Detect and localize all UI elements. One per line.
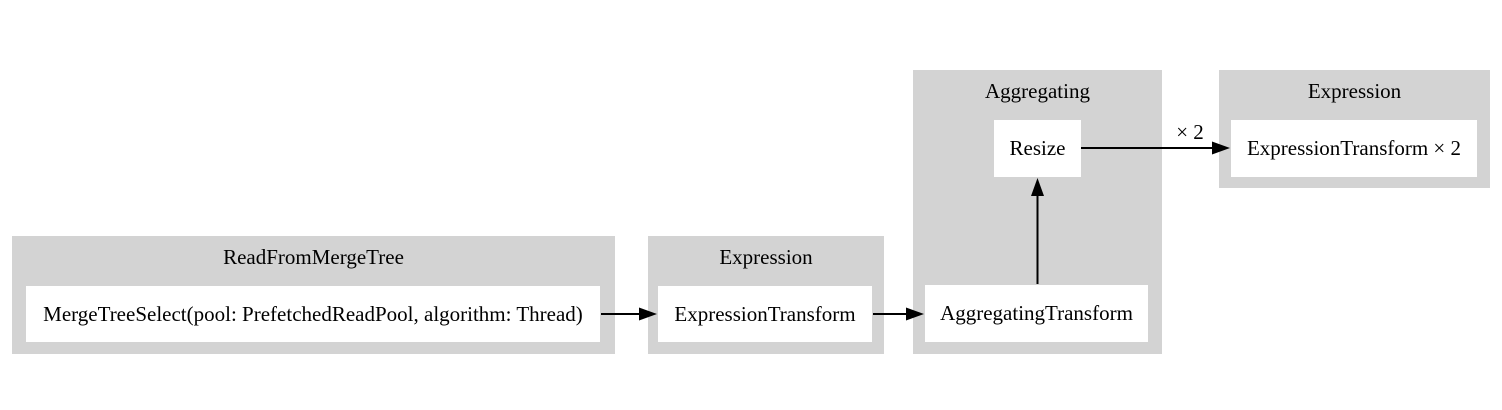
cluster-title-expression-2: Expression [1307, 79, 1402, 103]
node-resize: Resize [994, 120, 1081, 177]
node-expressiontransform: ExpressionTransform [658, 286, 872, 342]
node-aggregatingtransform: AggregatingTransform [925, 285, 1148, 342]
cluster-title-aggregating: Aggregating [985, 79, 1090, 103]
cluster-title-readfrommergetree: ReadFromMergeTree [223, 245, 404, 269]
node-mergetreeselect: MergeTreeSelect(pool: PrefetchedReadPool… [26, 286, 600, 342]
node-expressiontransform-x2: ExpressionTransform × 2 [1231, 120, 1477, 177]
edge-label-x2: × 2 [1176, 120, 1204, 144]
cluster-title-expression-1: Expression [719, 245, 813, 269]
